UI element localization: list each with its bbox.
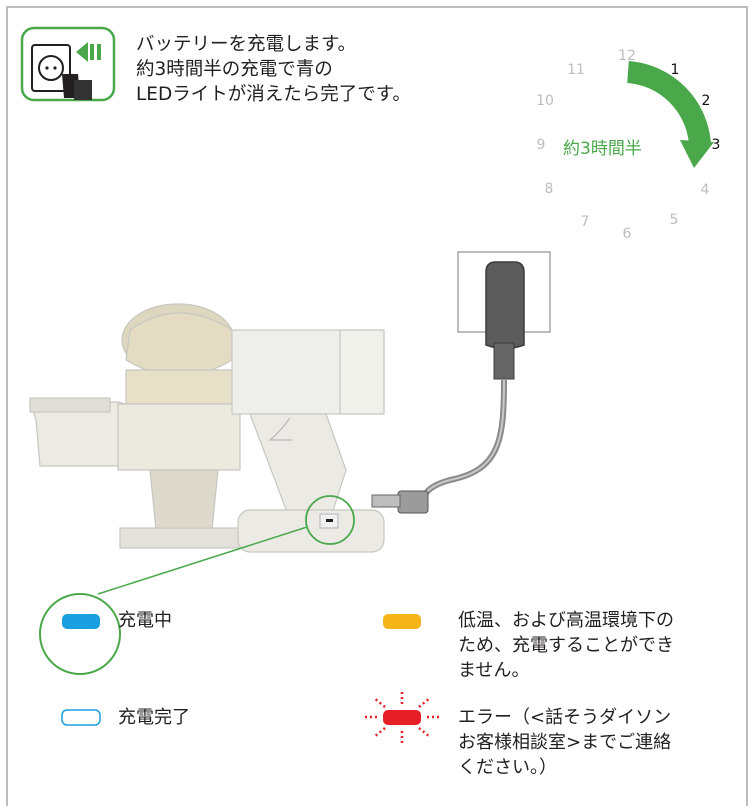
charging-highlight-arc [79, 593, 121, 675]
vacuum-cleaner [29, 303, 385, 553]
plug-into-socket-icon [20, 26, 116, 102]
clock-number-5: 5 [669, 212, 679, 228]
instruction-text: バッテリーを充電します。 約3時間半の充電で青の LEDライトが消えたら完了です… [136, 34, 411, 105]
clock-number-9: 9 [536, 137, 546, 153]
clock-number-3: 3 [711, 137, 721, 153]
panel-frame [6, 6, 748, 806]
led-leader-line [97, 526, 308, 595]
clock-number-12: 12 [618, 48, 636, 64]
charge-duration-label: 約3時間半 [563, 139, 642, 159]
clock-number-6: 6 [622, 226, 632, 242]
led-charging-indicator [62, 614, 100, 629]
duration-arrow [626, 61, 714, 168]
charger-adapter [371, 261, 525, 514]
clock-number-10: 10 [536, 93, 554, 109]
led-zoom-circle [305, 495, 355, 545]
clock-number-4: 4 [700, 182, 710, 198]
led-error-indicator [364, 690, 440, 746]
led-complete-indicator [61, 709, 101, 726]
legend-charging-label: 充電中 [118, 610, 172, 631]
legend-complete-label: 充電完了 [118, 707, 190, 728]
legend-temperature-label: 低温、および高温環境下の ため、充電することができ ません。 [458, 610, 674, 681]
clock-number-7: 7 [580, 214, 590, 230]
led-temperature-indicator [383, 614, 421, 629]
clock-number-8: 8 [544, 181, 554, 197]
clock-number-11: 11 [567, 62, 585, 78]
clock-number-2: 2 [701, 93, 711, 109]
legend-error-label: エラー（<話そうダイソン お客様相談室>までご連絡 ください。） [458, 707, 672, 778]
clock-number-1: 1 [670, 62, 680, 78]
